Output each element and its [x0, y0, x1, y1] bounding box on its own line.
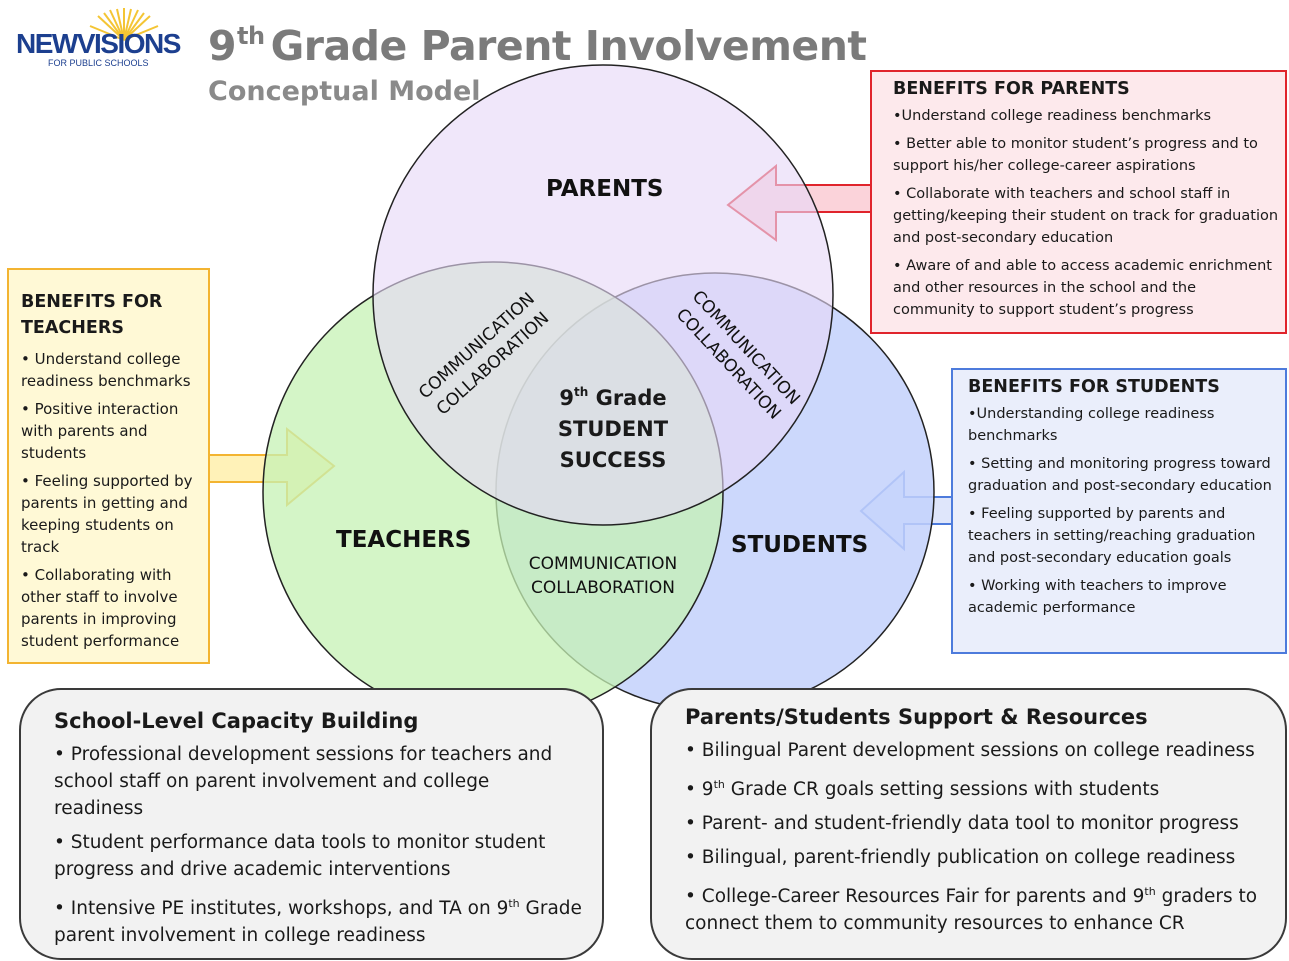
capacity-item: • Professional development sessions for … [54, 744, 553, 819]
sunburst-icon [89, 8, 159, 41]
center-line-student: STUDENT [557, 417, 669, 441]
center-grade-number: 9 [559, 386, 574, 410]
label-students: STUDENTS [731, 532, 869, 558]
support-item: • Bilingual, parent-friendly publication… [685, 847, 1236, 868]
benefits-parents-item: • Aware of and able to access academic e… [893, 258, 1272, 318]
title-superscript: th [237, 22, 265, 50]
benefits-teachers-item: • Understand college readiness benchmark… [21, 350, 191, 390]
logo-subtext: FOR PUBLIC SCHOOLS [48, 58, 149, 68]
benefits-students-item: • Working with teachers to improve acade… [968, 578, 1227, 616]
new-visions-logo: NEWVISIONS FOR PUBLIC SCHOOLS [14, 6, 190, 76]
support-item: • 9th Grade CR goals setting sessions wi… [685, 778, 1160, 800]
benefits-students-item: • Setting and monitoring progress toward… [968, 456, 1272, 494]
label-teachers: TEACHERS [336, 527, 472, 553]
center-line-success: SUCCESS [559, 448, 667, 472]
capacity-building-box: School-Level Capacity Building • Profess… [19, 688, 604, 960]
benefits-students-item: •Understanding college readiness benchma… [968, 406, 1215, 444]
support-item: • Parent- and student-friendly data tool… [685, 813, 1239, 834]
logo-wordmark: NEWVISIONS [16, 28, 181, 59]
support-resources-box: Parents/Students Support & Resources • B… [650, 688, 1287, 960]
overlap-teachers-students: COMMUNICATION COLLABORATION [513, 552, 693, 600]
benefits-parents-item: • Collaborate with teachers and school s… [893, 186, 1279, 246]
benefits-teachers-item: • Collaborating with other staff to invo… [21, 566, 180, 650]
benefits-teachers-item: • Feeling supported by parents in gettin… [21, 472, 193, 556]
capacity-item: • Student performance data tools to moni… [54, 832, 546, 880]
benefits-teachers-heading: BENEFITS FOR TEACHERS [21, 292, 163, 338]
title-text: Grade Parent Involvement [270, 22, 867, 70]
benefits-parents-item: •Understand college readiness benchmarks [893, 108, 1212, 124]
benefits-teachers-box: BENEFITS FOR TEACHERS • Understand colle… [7, 268, 210, 664]
benefits-students-box: BENEFITS FOR STUDENTS •Understanding col… [951, 368, 1287, 654]
overlap-ts-line1: COMMUNICATION [528, 554, 678, 574]
benefits-parents-box: BENEFITS FOR PARENTS •Understand college… [870, 70, 1287, 334]
benefits-teachers-item: • Positive interaction with parents and … [21, 400, 179, 462]
benefits-parents-item: • Better able to monitor student’s progr… [893, 136, 1258, 174]
benefits-students-item: • Feeling supported by parents and teach… [968, 506, 1256, 566]
support-item: • Bilingual Parent development sessions … [685, 740, 1255, 761]
circle-parents [372, 64, 834, 526]
title-number: 9 [208, 22, 237, 70]
center-grade-sup: th [573, 385, 589, 399]
label-parents: PARENTS [546, 176, 664, 202]
support-item: • College-Career Resources Fair for pare… [685, 885, 1258, 934]
benefits-students-heading: BENEFITS FOR STUDENTS [968, 377, 1220, 397]
center-grade-text: Grade [588, 386, 667, 410]
capacity-heading: School-Level Capacity Building [54, 709, 419, 733]
center-student-success: 9th Grade STUDENT SUCCESS [535, 377, 691, 476]
support-heading: Parents/Students Support & Resources [685, 705, 1148, 729]
benefits-parents-heading: BENEFITS FOR PARENTS [893, 79, 1130, 99]
capacity-item: • Intensive PE institutes, workshops, an… [54, 897, 582, 946]
overlap-ts-line2: COLLABORATION [531, 578, 675, 598]
page-subtitle: Conceptual Model [208, 76, 481, 107]
